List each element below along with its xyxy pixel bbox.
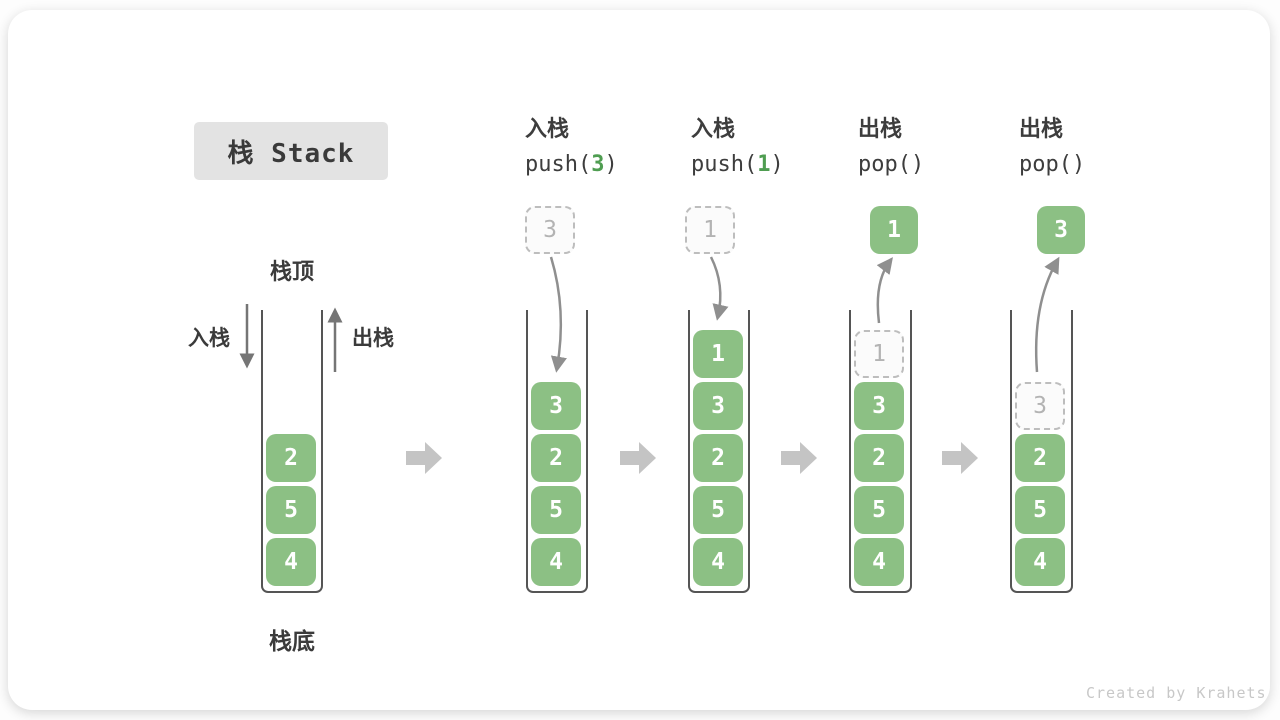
stack3-cell: 1 [693, 330, 743, 378]
stack-container-5 [1010, 310, 1073, 593]
watermark: Created by Krahets [1086, 684, 1267, 702]
code-prefix: pop() [1019, 152, 1086, 177]
stack5-cell: 5 [1015, 486, 1065, 534]
arrows-overlay [239, 256, 1060, 474]
page-title: 栈 Stack [227, 138, 355, 169]
stack3-cell: 4 [693, 538, 743, 586]
stack4-cell: 4 [854, 538, 904, 586]
push-direction-label: 入栈 [188, 326, 230, 350]
code-prefix: pop() [858, 152, 925, 177]
op-label: 出栈 [858, 117, 903, 142]
popped-value-box: 1 [870, 206, 918, 254]
code-prefix: push( [691, 152, 758, 177]
incoming-value-box: 1 [685, 206, 735, 254]
stack1-cell: 2 [266, 434, 316, 482]
title-box: 栈 Stack [194, 122, 388, 180]
step-arrow-icon [781, 442, 817, 474]
stack4-cell: 3 [854, 382, 904, 430]
stack-container-4 [849, 310, 912, 593]
stack2-cell: 5 [531, 486, 581, 534]
code-arg: 3 [591, 152, 605, 177]
popped-ghost-cell: 1 [854, 330, 904, 378]
op-label: 入栈 [525, 117, 570, 142]
code-prefix: push( [525, 152, 592, 177]
op-code: pop() [1019, 151, 1085, 179]
step-arrow-icon [406, 442, 442, 474]
op-label: 出栈 [1019, 117, 1064, 142]
incoming-value-box: 3 [525, 206, 575, 254]
popped-ghost-cell: 3 [1015, 382, 1065, 430]
stack-top-label: 栈顶 [269, 260, 314, 285]
column-header-push-1: 入栈 push(1) [691, 116, 784, 179]
code-suffix: ) [604, 152, 618, 177]
stack5-cell: 4 [1015, 538, 1065, 586]
stack4-cell: 2 [854, 434, 904, 482]
stack1-cell: 4 [266, 538, 316, 586]
stack1-cell: 5 [266, 486, 316, 534]
pop-direction-label: 出栈 [352, 326, 394, 350]
column-header-push-3: 入栈 push(3) [525, 116, 618, 179]
column-header-pop-1: 出栈 pop() [858, 116, 924, 179]
stack3-cell: 2 [693, 434, 743, 482]
stack3-cell: 3 [693, 382, 743, 430]
code-suffix: ) [770, 152, 784, 177]
stack-bottom-label: 栈底 [269, 629, 315, 655]
push-arrow-1 [709, 256, 729, 321]
stack2-cell: 4 [531, 538, 581, 586]
stack-container-2 [526, 310, 588, 593]
stack4-cell: 5 [854, 486, 904, 534]
step-arrow-icon [942, 442, 978, 474]
diagram-card: 栈 Stack 入栈 push(3) 入栈 push(1) 出栈 pop() 出… [8, 10, 1270, 710]
column-header-pop-2: 出栈 pop() [1019, 116, 1085, 179]
stack-container-3 [688, 310, 750, 593]
stack3-cell: 5 [693, 486, 743, 534]
op-code: pop() [858, 151, 924, 179]
stack2-cell: 3 [531, 382, 581, 430]
code-arg: 1 [757, 152, 771, 177]
stack2-cell: 2 [531, 434, 581, 482]
op-code: push(1) [691, 151, 784, 179]
op-code: push(3) [525, 151, 618, 179]
stack-container-1 [261, 310, 323, 593]
op-label: 入栈 [691, 117, 736, 142]
stack5-cell: 2 [1015, 434, 1065, 482]
popped-value-box: 3 [1037, 206, 1085, 254]
step-arrow-icon [620, 442, 656, 474]
